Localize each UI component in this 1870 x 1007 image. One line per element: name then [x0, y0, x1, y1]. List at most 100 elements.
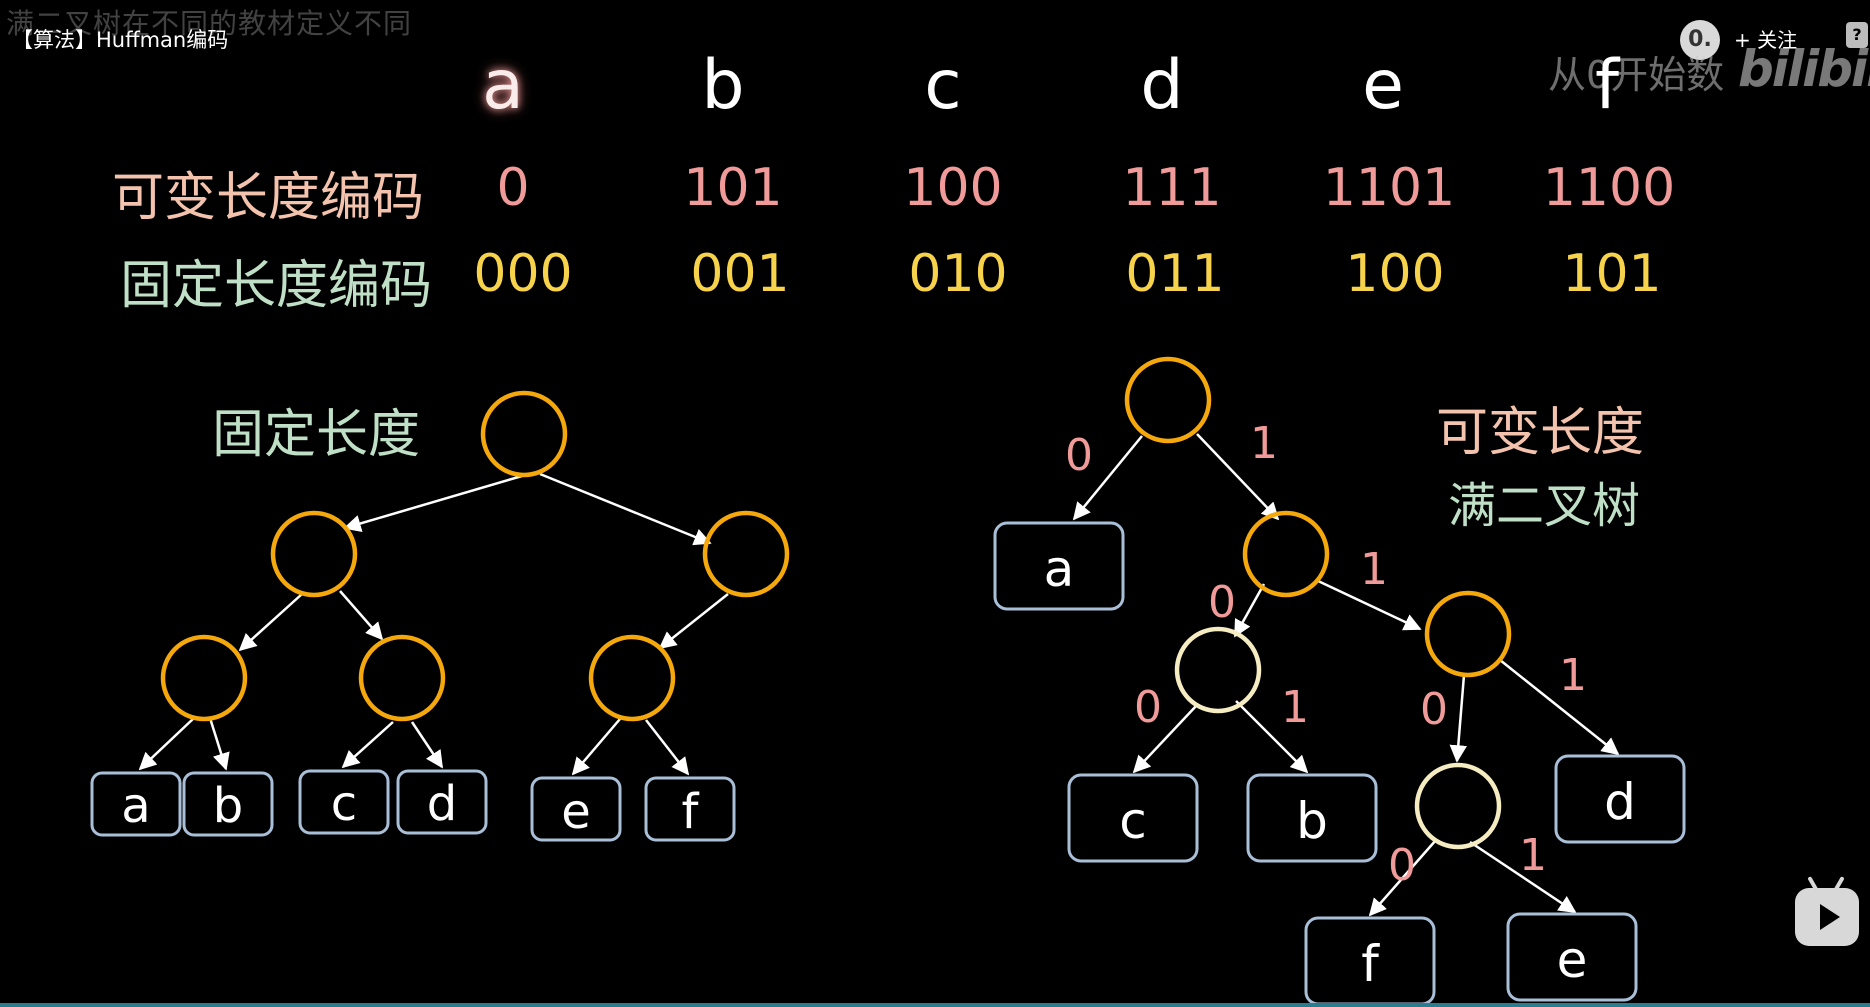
- fixed-leaf-label-b: b: [213, 778, 243, 834]
- variable-edge: [1233, 583, 1266, 638]
- fixed-edge: [339, 590, 384, 641]
- variable-tree-node: [1242, 510, 1330, 598]
- fixed-leaf-box: [298, 769, 390, 835]
- fixed-tree-node: [702, 510, 790, 598]
- fixed-edge: [645, 719, 690, 776]
- fixed-length-code-label: 固定长度编码: [120, 256, 433, 316]
- variable-leaf-label-b: b: [1296, 792, 1328, 850]
- fixed-leaf-box: [644, 776, 736, 842]
- bilibili-logo: bilibili: [1738, 40, 1870, 98]
- follow-button[interactable]: + 关注: [1734, 28, 1798, 52]
- fixed-edge: [208, 717, 230, 771]
- variable-tree-subtitle: 满二叉树: [1448, 478, 1641, 534]
- help-icon[interactable]: ?: [1846, 22, 1868, 48]
- variable-leaf-label-e: e: [1557, 931, 1588, 989]
- fixed-leaf-label-f: f: [682, 784, 700, 840]
- variable-code-e: 1101: [1322, 158, 1456, 218]
- fixed-tree-node: [270, 510, 358, 598]
- variable-leaf-box: [1506, 912, 1638, 1002]
- fixed-tree-leaves: a b c d e f: [90, 769, 736, 842]
- letter-header-d: d: [1140, 46, 1184, 125]
- fixed-tree-title: 固定长度: [212, 405, 421, 465]
- variable-leaf-label-c: c: [1119, 792, 1147, 850]
- variable-edge: [1235, 700, 1309, 774]
- variable-length-code-label: 可变长度编码: [112, 168, 425, 228]
- variable-code-b: 101: [683, 158, 783, 218]
- fixed-tree-node: [480, 390, 568, 478]
- edge-label: 1: [1281, 682, 1309, 733]
- video-title: 【算法】Huffman编码: [12, 28, 229, 52]
- fixed-leaf-label-d: d: [427, 776, 457, 832]
- edge-label: 1: [1250, 418, 1278, 469]
- edge-label: 0: [1065, 430, 1093, 481]
- variable-tree-edges: [1072, 433, 1620, 917]
- variable-tree-node: [1174, 626, 1262, 714]
- fixed-edge: [571, 718, 621, 776]
- fixed-edge: [343, 474, 523, 532]
- letter-header-f: f: [1595, 46, 1619, 125]
- variable-edge: [1196, 433, 1280, 521]
- fixed-code-f: 101: [1562, 244, 1662, 304]
- fixed-code-b: 001: [690, 244, 790, 304]
- overlay-dim-title: 满二叉树在不同的教材定义不同: [6, 7, 413, 40]
- fixed-tree-edges: [138, 472, 729, 776]
- variable-tree-node: [1424, 590, 1512, 678]
- fixed-edge: [138, 717, 195, 771]
- variable-edge: [1469, 840, 1577, 914]
- edge-label: 1: [1518, 830, 1546, 881]
- fixed-leaf-box: [396, 769, 488, 835]
- edge-label: 0: [1388, 840, 1416, 891]
- variable-edge-labels: 0 1 1 0 1 0 1 0 1 0 1: [1065, 418, 1587, 891]
- letter-header-c: c: [924, 46, 962, 125]
- variable-leaf-box: [1067, 773, 1199, 863]
- edge-label: 0: [1134, 682, 1162, 733]
- variable-edge: [1132, 704, 1198, 774]
- fixed-leaf-box: [530, 776, 622, 842]
- fixed-tree-node: [588, 634, 676, 722]
- variable-leaf-label-d: d: [1604, 773, 1636, 831]
- variable-edge: [1368, 839, 1437, 917]
- fixed-leaf-label-e: e: [561, 784, 591, 840]
- variable-edge: [1499, 659, 1620, 756]
- variable-tree-nodes: [1124, 356, 1512, 850]
- letter-header-a: a: [482, 46, 524, 125]
- play-icon[interactable]: [1795, 876, 1859, 946]
- variable-edge: [1315, 578, 1422, 631]
- edge-label: 1: [1360, 544, 1388, 595]
- fixed-edge: [539, 472, 712, 546]
- fixed-code-d: 011: [1125, 244, 1225, 304]
- variable-tree-leaves: a c b d f e: [993, 521, 1686, 1006]
- variable-edge: [1072, 435, 1143, 521]
- variable-leaf-box: [993, 521, 1125, 611]
- variable-code-d: 111: [1122, 158, 1222, 218]
- fixed-leaf-box: [90, 771, 182, 837]
- fixed-edge: [341, 721, 394, 769]
- uploader-avatar[interactable]: 0.: [1680, 20, 1720, 60]
- variable-code-a: 0: [496, 158, 530, 218]
- fixed-leaf-label-c: c: [331, 776, 357, 832]
- variable-tree-title: 可变长度: [1436, 403, 1645, 463]
- fixed-code-a: 000: [473, 244, 573, 304]
- edge-label: 0: [1208, 577, 1236, 628]
- fixed-edge: [658, 593, 729, 650]
- fixed-tree-node: [160, 634, 248, 722]
- variable-tree-node: [1414, 762, 1502, 850]
- fixed-leaf-label-a: a: [121, 778, 150, 834]
- variable-edge: [1449, 674, 1467, 763]
- letter-header-b: b: [701, 46, 745, 125]
- variable-leaf-box: [1554, 754, 1686, 844]
- variable-code-f: 1100: [1542, 158, 1676, 218]
- variable-leaf-label-a: a: [1044, 540, 1075, 598]
- fixed-tree-node: [358, 634, 446, 722]
- variable-tree-node: [1124, 356, 1212, 444]
- variable-code-c: 100: [903, 158, 1003, 218]
- edge-label: 1: [1559, 650, 1587, 701]
- watermark-text: 从0开始数: [1548, 53, 1725, 97]
- fixed-edge: [410, 721, 444, 769]
- variable-leaf-label-f: f: [1361, 935, 1380, 993]
- fixed-edge: [238, 593, 303, 652]
- letter-header-e: e: [1362, 46, 1404, 125]
- progress-bar[interactable]: [0, 1003, 1870, 1007]
